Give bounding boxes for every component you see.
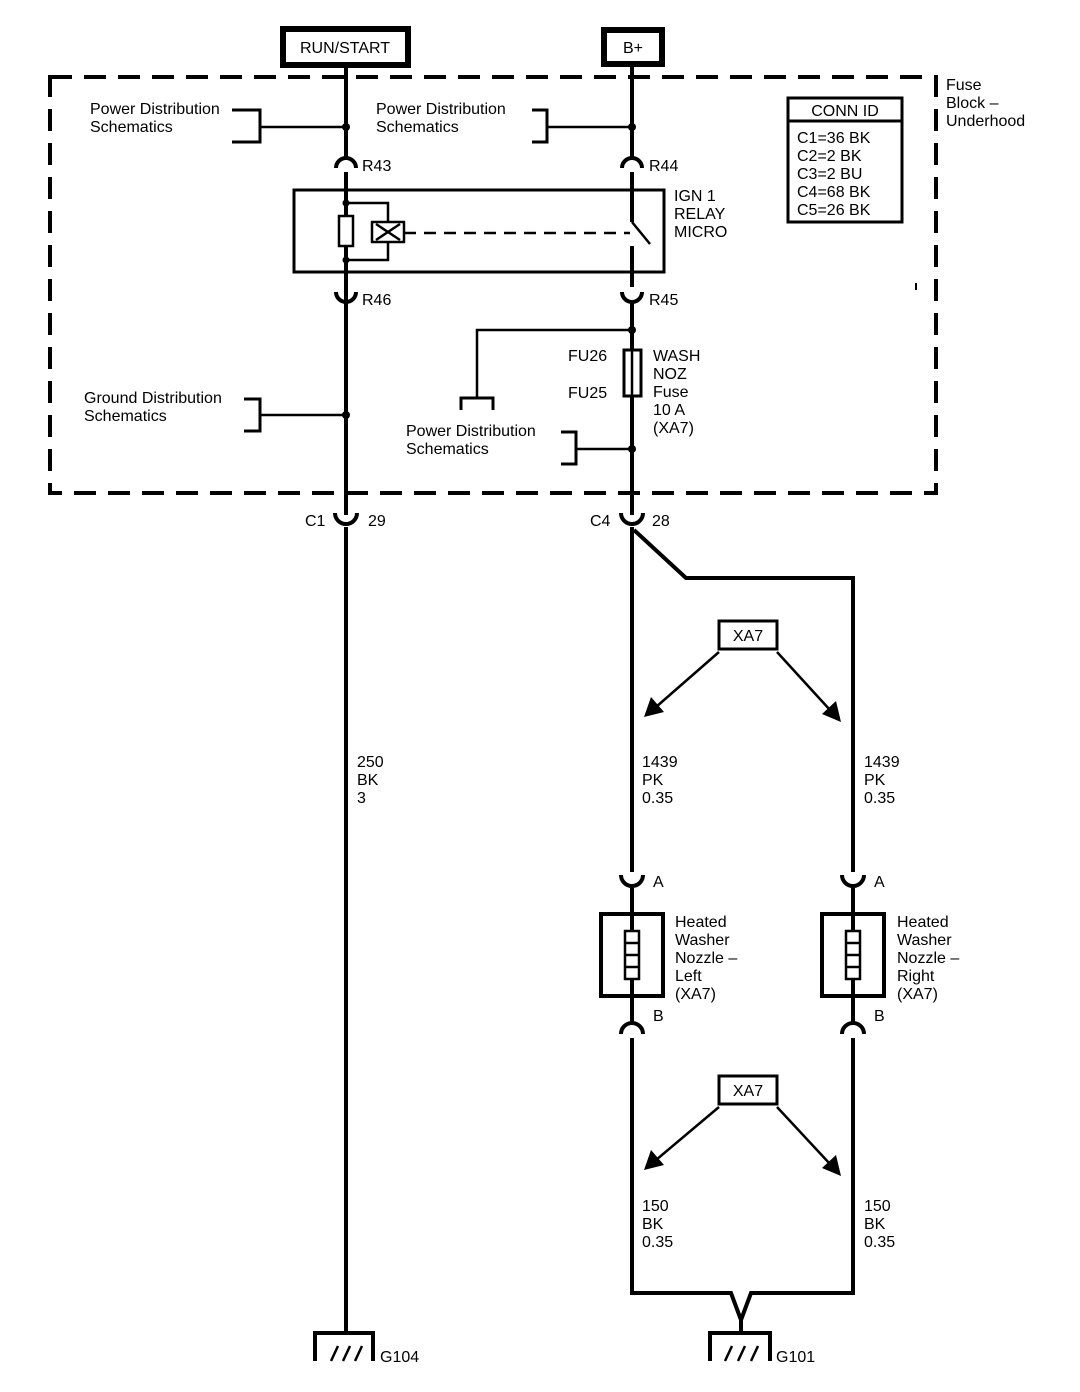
heated-washer-nozzle-left: Heated Washer Nozzle – Left (XA7)	[599, 856, 742, 1295]
conn-id-entry: C2=2 BK	[797, 148, 862, 165]
nozzle-right-pin-b	[840, 1021, 866, 1035]
conn-id-entry: C3=2 BU	[797, 166, 862, 183]
r44-label: R44	[649, 158, 678, 175]
power-distribution-ref-top-right: Power Distribution Schematics	[376, 101, 636, 144]
ground-icon	[313, 1331, 375, 1361]
svg-text:Power Distribution: Power Distribution	[406, 423, 536, 440]
ground-distribution-ref: Ground Distribution Schematics	[84, 390, 350, 433]
ground-icon	[708, 1331, 772, 1361]
conn-id-title: CONN ID	[811, 103, 879, 120]
r44-terminal	[620, 156, 644, 169]
svg-text:Schematics: Schematics	[90, 119, 173, 136]
b-plus-circuit	[619, 64, 645, 862]
xa7-option-lower: XA7	[644, 1074, 841, 1176]
wire-label-feed-right: 1439 PK 0.35	[864, 754, 904, 807]
nozzle-left-label: Heated Washer Nozzle – Left (XA7)	[675, 914, 742, 1003]
ground-g101: G101	[708, 1331, 815, 1366]
c4-connector	[619, 512, 645, 526]
svg-text:Schematics: Schematics	[84, 408, 167, 425]
xa7-option-upper: XA7	[644, 619, 841, 722]
fuse-block-label: Fuse Block – Underhood	[946, 77, 1025, 130]
c1-connector	[333, 512, 359, 526]
c4-label: C4	[590, 513, 611, 530]
conn-id-entry: C1=36 BK	[797, 130, 871, 147]
wire-label-return-left: 150 BK 0.35	[642, 1198, 673, 1251]
nozzle-left-pin-a	[619, 874, 645, 888]
r43-terminal	[334, 156, 358, 169]
ign1-relay: IGN 1 RELAY MICRO	[292, 188, 729, 274]
heated-washer-nozzle-right: Heated Washer Nozzle – Right (XA7)	[820, 856, 964, 1295]
g101-label: G101	[776, 1349, 815, 1366]
svg-text:Power Distribution: Power Distribution	[90, 101, 220, 118]
c1-pin-label: 29	[368, 513, 386, 530]
wire-label-return-right: 150 BK 0.35	[864, 1198, 895, 1251]
r46-label: R46	[362, 292, 391, 309]
relay-label: IGN 1 RELAY MICRO	[674, 188, 729, 241]
return-splice-wire	[632, 1291, 853, 1326]
run-start-label: RUN/START	[300, 40, 390, 57]
svg-text:Schematics: Schematics	[406, 441, 489, 458]
svg-text:Ground Distribution: Ground Distribution	[84, 390, 222, 407]
fuse-block-boundary	[48, 75, 938, 495]
b-plus-label: B+	[623, 40, 643, 57]
r45-terminal	[620, 291, 644, 304]
right-branch-wire	[632, 528, 855, 862]
svg-text:Schematics: Schematics	[376, 119, 459, 136]
g104-label: G104	[380, 1349, 419, 1366]
pin-b-right-label: B	[874, 1008, 885, 1025]
c4-pin-label: 28	[652, 513, 670, 530]
fu26-label: FU26	[568, 348, 607, 365]
xa7-upper-label: XA7	[733, 628, 763, 645]
fuse-label: WASH NOZ Fuse 10 A (XA7)	[653, 348, 705, 437]
wire-label-ground-run: 250 BK 3	[357, 754, 388, 807]
svg-text:Power Distribution: Power Distribution	[376, 101, 506, 118]
conn-id-table: CONN ID C1=36 BK C2=2 BK C3=2 BU C4=68 B…	[786, 96, 904, 224]
nozzle-right-pin-a	[840, 874, 866, 888]
splice-branch	[459, 326, 636, 410]
ground-g104: G104	[313, 1331, 419, 1366]
b-plus-source: B+	[601, 27, 665, 67]
run-start-circuit	[333, 65, 359, 1335]
xa7-lower-label: XA7	[733, 1083, 763, 1100]
pin-a-left-label: A	[653, 874, 664, 891]
c1-label: C1	[305, 513, 326, 530]
pin-b-left-label: B	[653, 1008, 664, 1025]
pin-a-right-label: A	[874, 874, 885, 891]
power-distribution-ref-lower: Power Distribution Schematics	[406, 423, 636, 466]
r45-label: R45	[649, 292, 678, 309]
run-start-source: RUN/START	[280, 26, 411, 68]
nozzle-right-label: Heated Washer Nozzle – Right (XA7)	[897, 914, 964, 1003]
nozzle-left-pin-b	[619, 1021, 645, 1035]
fu25-label: FU25	[568, 385, 607, 402]
conn-id-entry: C5=26 BK	[797, 202, 871, 219]
power-distribution-ref-left: Power Distribution Schematics	[90, 101, 350, 144]
r43-label: R43	[362, 158, 391, 175]
conn-id-entry: C4=68 BK	[797, 184, 871, 201]
wire-label-feed-left: 1439 PK 0.35	[642, 754, 682, 807]
